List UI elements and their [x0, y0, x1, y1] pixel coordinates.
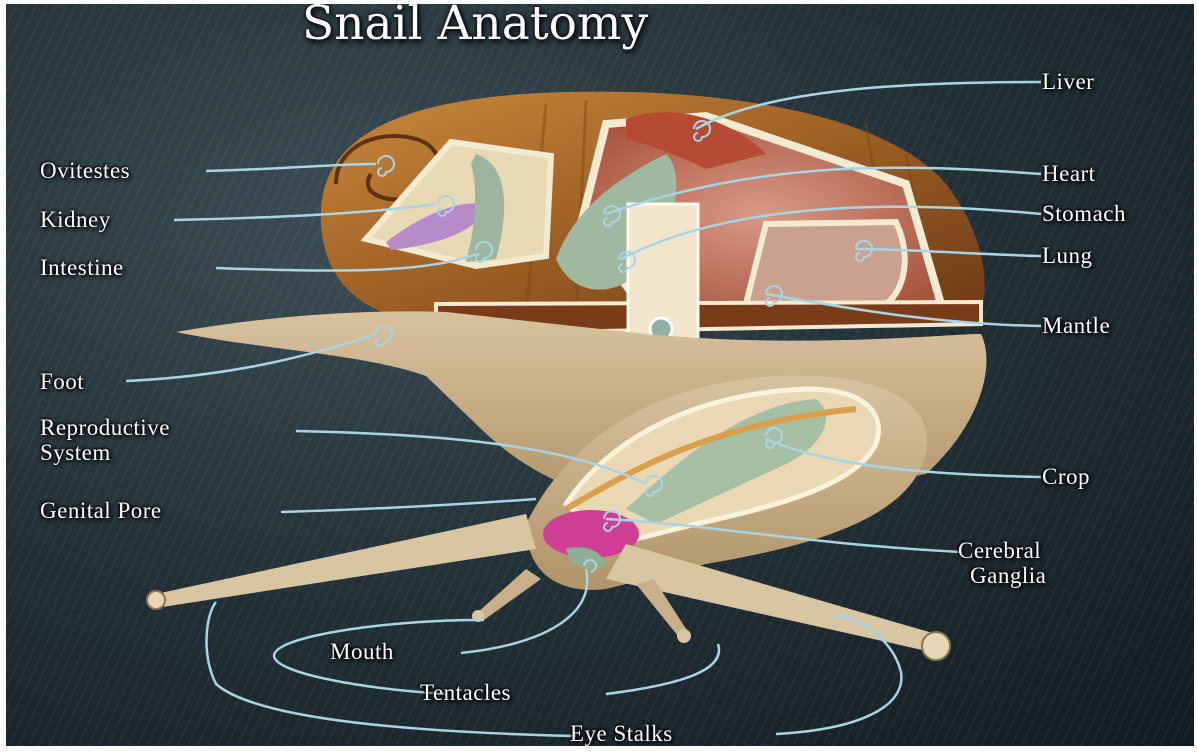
label-liver: Liver: [1042, 70, 1094, 93]
eye-left: [147, 591, 165, 609]
label-reproductive-line1: Reproductive: [40, 416, 170, 441]
label-cerebral-line1: Cerebral: [958, 539, 1046, 564]
label-cerebral-ganglia: Cerebral Ganglia: [958, 539, 1046, 589]
label-reproductive-line2: System: [40, 441, 170, 466]
label-cerebral-line2: Ganglia: [958, 564, 1046, 589]
eye-stalk-left: [149, 514, 537, 608]
eye-right: [922, 632, 950, 660]
label-reproductive-system: Reproductive System: [40, 416, 170, 466]
label-heart: Heart: [1042, 162, 1096, 185]
lung-chamber: [746, 222, 905, 304]
label-mouth: Mouth: [330, 640, 394, 663]
diagram-title: Snail Anatomy: [302, 4, 922, 50]
label-foot: Foot: [40, 370, 84, 393]
label-stomach: Stomach: [1042, 202, 1126, 225]
diagram-stage: Snail Anatomy Ovitestes Kidney Intestine…: [6, 4, 1194, 746]
snail-illustration: [6, 4, 1194, 746]
label-tentacles: Tentacles: [420, 681, 511, 704]
label-mantle: Mantle: [1042, 314, 1110, 337]
label-ovitestes: Ovitestes: [40, 159, 130, 182]
label-intestine: Intestine: [40, 256, 124, 279]
label-eye-stalks: Eye Stalks: [570, 722, 673, 745]
label-crop: Crop: [1042, 465, 1090, 488]
label-kidney: Kidney: [40, 208, 111, 231]
label-genital-pore: Genital Pore: [40, 499, 162, 522]
label-lung: Lung: [1042, 244, 1093, 267]
tentacle-left: [476, 569, 541, 620]
